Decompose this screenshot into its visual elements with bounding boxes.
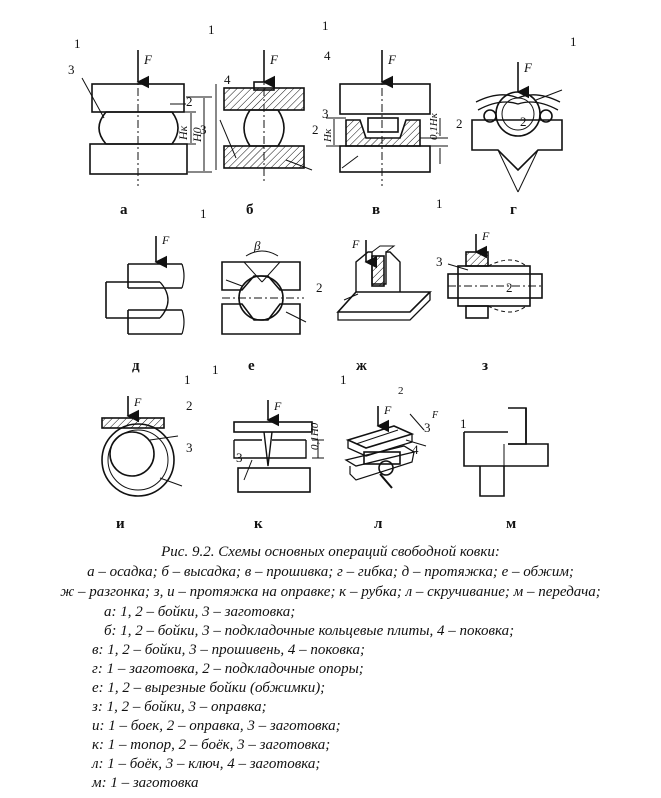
panel-m-drawing (463, 407, 549, 497)
figure-caption-title: Рис. 9.2. Схемы основных операций свобод… (161, 544, 500, 560)
panel-label-e: е (248, 358, 255, 374)
panel-label-k: к (254, 516, 263, 532)
panel-label-z: з (482, 358, 488, 374)
force-label: F (383, 403, 392, 417)
panel-k-drawing (233, 400, 324, 493)
dim-label: 0,1Hк (428, 112, 440, 140)
panel-label-m: м (506, 516, 516, 532)
legend-line: л: 1 – боёк, 3 – ключ, 4 – заготовка; (92, 756, 321, 772)
legend-line: в: 1, 2 – бойки, 3 – прошивень, 4 – поко… (92, 642, 365, 658)
part-number: 4 (324, 48, 331, 63)
legend-line: е: 1, 2 – вырезные бойки (обжимки); (92, 680, 326, 696)
panel-g-drawing (471, 62, 563, 193)
force-label: F (431, 410, 439, 421)
part-number: 1 (460, 416, 467, 431)
legend-line: з: 1, 2 – бойки, 3 – оправка; (92, 699, 267, 715)
panel-zh-drawing (336, 240, 432, 321)
dim-label: Hк (176, 125, 190, 141)
panel-d-drawing (105, 236, 185, 335)
part-number: 1 (340, 372, 347, 387)
panel-v-drawing (326, 50, 448, 186)
panel-i-drawing (101, 396, 183, 497)
force-label: F (133, 395, 142, 409)
force-label: F (273, 399, 282, 413)
part-number: 1 (74, 36, 81, 51)
part-number: 2 (398, 385, 404, 397)
legend-line: г: 1 – заготовка, 2 – подкладочные опоры… (92, 661, 364, 677)
legend-line: м: 1 – заготовка (92, 775, 199, 791)
part-number: 3 (68, 62, 75, 77)
force-label: F (481, 229, 490, 243)
part-number: 2 (316, 280, 323, 295)
part-number: 3 (436, 254, 443, 269)
force-label: F (387, 52, 397, 67)
force-label: F (523, 60, 533, 75)
panel-label-v: в (372, 202, 380, 218)
dim-label: Hк (322, 128, 334, 143)
legend-line: к: 1 – топор, 2 – боёк, 3 – заготовка; (92, 737, 331, 753)
part-number: 2 (456, 116, 463, 131)
dim-label: H0 (190, 127, 204, 143)
part-number: 2 (506, 280, 513, 295)
panel-label-i: и (116, 516, 125, 532)
legend-line: и: 1 – боек, 2 – оправка, 3 – заготовка; (92, 718, 341, 734)
panel-label-l: л (374, 516, 383, 532)
panel-label-b: б (246, 202, 254, 218)
dim-label: 0,1H0 (309, 422, 321, 450)
part-number: 3 (424, 420, 431, 435)
panel-label-a: а (120, 202, 128, 218)
force-label: F (143, 52, 153, 67)
forging-figure: F 1 3 2 3 Hк H0 а F 1 4 б F 1 4 3 (68, 18, 577, 532)
legend-line: б: 1, 2 – бойки, 3 – подкладочные кольце… (104, 623, 515, 639)
panel-label-zh: ж (356, 358, 367, 374)
part-number: 2 (186, 94, 193, 109)
panel-e-drawing (221, 250, 307, 335)
dim-label: β (253, 238, 261, 253)
part-number: 1 (436, 196, 443, 211)
force-label: F (161, 233, 170, 247)
panel-label-d: д (132, 358, 140, 374)
part-number: 4 (224, 72, 231, 87)
panel-z-drawing (447, 234, 544, 319)
part-number: 3 (186, 440, 193, 455)
part-number: 1 (200, 206, 207, 221)
legend-line: а: 1, 2 – бойки, 3 – заготовка; (104, 604, 296, 620)
part-number: 1 (184, 372, 191, 387)
panel-b-drawing (215, 50, 313, 184)
force-label: F (351, 237, 360, 251)
part-number: 1 (322, 18, 329, 33)
part-number: 1 (208, 22, 215, 37)
part-number: 2 (520, 114, 527, 129)
part-number: 4 (412, 442, 419, 457)
part-number: 1 (570, 34, 577, 49)
figure-caption-line: а – осадка; б – высадка; в – прошивка; г… (87, 564, 574, 580)
part-number: 3 (322, 106, 329, 121)
part-number: 2 (186, 398, 193, 413)
panel-a-drawing (81, 50, 212, 186)
panel-l-drawing (344, 406, 427, 489)
part-number: 3 (236, 450, 243, 465)
part-number: 1 (212, 362, 219, 377)
part-number: 3 (200, 122, 207, 137)
panel-label-g: г (510, 202, 517, 218)
figure-caption-line: ж – разгонка; з, и – протяжка на оправке… (60, 584, 601, 600)
part-number: 2 (312, 122, 319, 137)
force-label: F (269, 52, 279, 67)
